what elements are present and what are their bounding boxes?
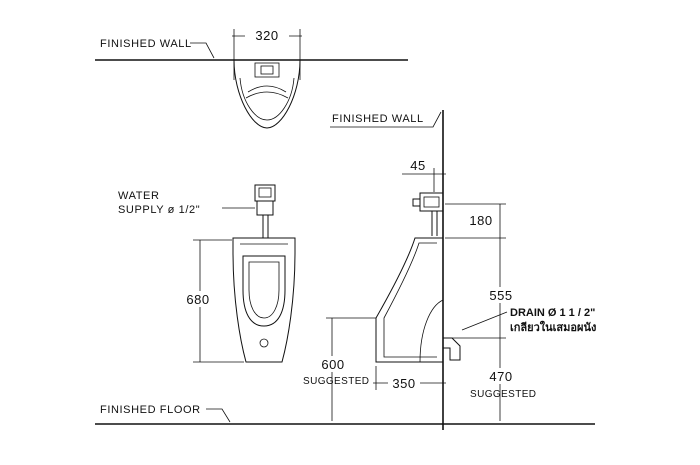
water-supply-label-line1: WATER — [118, 190, 160, 202]
dimension-600-bg — [318, 356, 348, 372]
front-drain-hole — [259, 338, 269, 348]
top-view-flush-valve — [254, 62, 280, 78]
side-flush-valve-button — [412, 198, 421, 207]
water-supply-label-line2: SUPPLY ø 1/2" — [118, 204, 200, 216]
dimension-350-bg — [388, 375, 420, 391]
side-urinal-inner-line — [383, 242, 437, 358]
dimension-320-label: 320 — [255, 28, 278, 43]
drain-label-line2: เกลียวในเสมอผนัง — [510, 320, 596, 334]
dimension-180-bg — [465, 212, 497, 228]
side-finished-wall-leader — [330, 111, 442, 128]
side-view: FINISHED WALL 45 180 555 DRAIN Ø 1 1 / 2… — [303, 110, 596, 430]
side-urinal-outline — [375, 237, 444, 363]
front-view: WATER SUPPLY ø 1/2" 680 — [118, 184, 296, 363]
top-view-bowl-inner — [239, 77, 295, 121]
side-flush-valve-body — [419, 192, 444, 212]
top-view-finished-wall-label: FINISHED WALL — [100, 38, 192, 50]
dimension-470-label: 470 — [489, 369, 512, 384]
dimension-555-bg — [484, 287, 518, 303]
drain-leader — [461, 311, 508, 331]
top-view-wall-leader — [190, 42, 215, 59]
front-flush-valve-button — [258, 187, 272, 198]
front-urinal-outline — [232, 237, 296, 363]
front-bowl-inner — [248, 261, 280, 319]
top-view-rim-curve — [247, 85, 287, 93]
side-finished-wall-label: FINISHED WALL — [332, 113, 424, 125]
top-view-bowl-outline — [233, 59, 301, 129]
floor: FINISHED FLOOR — [95, 404, 595, 425]
front-flush-valve-head — [254, 184, 276, 202]
dimension-600-label: 600 — [321, 357, 344, 372]
front-flush-valve-body — [256, 200, 274, 216]
dimension-180-label: 180 — [469, 213, 492, 228]
suggested-label-right: SUGGESTED — [470, 389, 536, 400]
dimension-680-bg — [178, 291, 218, 307]
top-view: FINISHED WALL 320 — [95, 27, 408, 129]
top-view-flush-valve-inner — [260, 65, 274, 75]
side-flush-valve-inner — [423, 196, 440, 208]
dimension-470-bg — [484, 368, 518, 384]
suggested-label-left: SUGGESTED — [303, 376, 369, 387]
side-drain-pipe — [443, 337, 461, 361]
dimension-320-bg — [245, 27, 289, 43]
dimension-350-label: 350 — [392, 376, 415, 391]
finished-floor-leader — [206, 408, 231, 423]
dimension-555-label: 555 — [489, 288, 512, 303]
front-bowl-opening — [242, 255, 286, 327]
finished-floor-label: FINISHED FLOOR — [100, 404, 201, 416]
drain-label-line1: DRAIN Ø 1 1 / 2" — [510, 307, 595, 319]
dimension-45-label: 45 — [410, 158, 425, 173]
top-view-rim-curve-2 — [245, 91, 289, 99]
dimension-680-label: 680 — [186, 292, 209, 307]
side-urinal-back-curve — [419, 299, 444, 363]
